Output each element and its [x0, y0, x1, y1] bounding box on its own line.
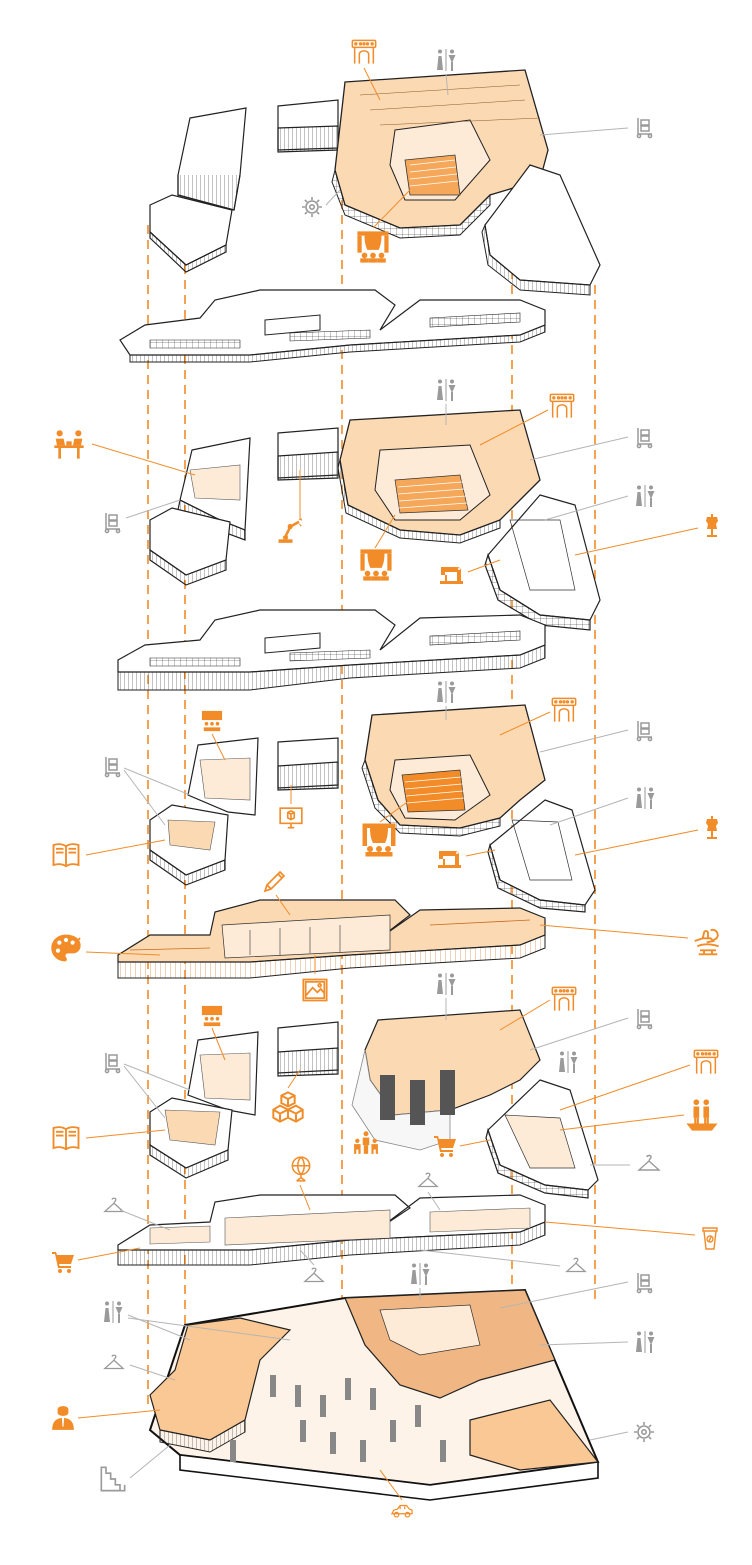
trolley-icon — [636, 720, 653, 742]
leader-lines — [85, 998, 691, 1166]
level-top-right-wing — [481, 164, 601, 296]
level-3-gallery — [51, 871, 720, 1002]
level-5 — [54, 379, 718, 631]
level-1 — [52, 1156, 718, 1283]
hanger-icon — [417, 1172, 439, 1188]
slab-a — [119, 289, 546, 363]
trolley-icon — [104, 756, 121, 778]
level-5-right-wing — [484, 494, 601, 631]
leader-lines — [77, 1184, 696, 1267]
hanger-icon — [565, 1257, 587, 1273]
book-icon — [52, 843, 80, 868]
hanger-icon — [638, 1154, 660, 1171]
ground-floor — [52, 1263, 655, 1519]
level-2-right-wing — [485, 1079, 599, 1199]
restroom-icon — [437, 973, 456, 995]
palette-icon — [51, 934, 81, 962]
level-5-hall — [337, 409, 541, 544]
restroom-icon — [437, 49, 456, 71]
theater-seats-icon — [551, 697, 577, 723]
restroom-icon — [559, 1051, 578, 1073]
trolley-icon — [636, 117, 653, 139]
mannequin-icon — [706, 514, 718, 537]
restroom-icon — [411, 1263, 430, 1285]
reception-icon — [52, 1406, 74, 1430]
gear-icon — [301, 196, 323, 218]
picture-icon — [302, 978, 328, 1002]
sewing-machine-icon — [440, 567, 463, 584]
theater-seats-icon — [351, 39, 377, 65]
trolley-icon — [636, 1272, 653, 1294]
leader-lines — [77, 1281, 629, 1501]
guide-icon — [686, 1099, 718, 1131]
car-icon — [390, 1504, 414, 1519]
computer-icon — [279, 807, 303, 829]
level-4 — [52, 681, 718, 913]
restroom-icon — [636, 1331, 655, 1353]
level-2-hall — [351, 1009, 541, 1151]
restroom-icon — [636, 787, 655, 809]
sewing-machine-icon — [438, 851, 461, 868]
presentation-icon — [201, 710, 223, 732]
level-4-hall — [361, 704, 546, 837]
theater-seats-icon — [551, 986, 577, 1012]
level-top-hall — [331, 69, 549, 239]
mannequin-icon — [706, 816, 718, 839]
trolley-icon — [636, 1008, 653, 1030]
level-5-left-block — [149, 427, 339, 586]
trolley-icon — [104, 1052, 121, 1074]
stage-icon — [357, 231, 389, 263]
trolley-icon — [104, 512, 121, 534]
restroom-icon — [437, 681, 456, 703]
cart-icon — [52, 1252, 74, 1273]
hanger-icon — [103, 1197, 125, 1213]
restroom-icon — [104, 1301, 123, 1323]
hanger-icon — [303, 1267, 325, 1283]
stage-icon — [362, 823, 396, 857]
gear-icon — [633, 1421, 655, 1443]
hanger-icon — [103, 1354, 125, 1370]
parking-pillars — [230, 1375, 446, 1462]
leader-lines — [325, 67, 629, 229]
dome-icon — [291, 1156, 311, 1182]
trolley-icon — [636, 427, 653, 449]
leader-lines — [91, 404, 699, 573]
stairs-icon — [100, 1466, 126, 1492]
coffee-icon — [702, 1227, 718, 1250]
theater-seats-icon — [549, 393, 575, 419]
presentation-icon — [201, 1005, 223, 1027]
theater-seats-icon — [693, 1049, 719, 1075]
level-2 — [52, 973, 719, 1199]
level-2-left-block — [149, 1021, 339, 1179]
robot-arm-icon — [278, 518, 302, 543]
box-icon — [272, 1091, 304, 1123]
book-icon — [52, 1126, 80, 1151]
level-top — [149, 39, 653, 296]
cart-icon — [434, 1136, 456, 1157]
stage-icon — [360, 549, 392, 581]
restroom-icon — [437, 379, 456, 401]
leader-lines — [85, 706, 699, 857]
meeting-table-icon — [54, 430, 84, 459]
sculpting-hand-icon — [693, 928, 720, 956]
restroom-icon — [636, 485, 655, 507]
level-top-left-block — [149, 99, 339, 273]
level-4-left-block — [149, 737, 339, 886]
slab-b — [117, 609, 546, 691]
leader-lines — [85, 894, 689, 974]
pencil-icon — [264, 871, 285, 892]
level-4-right-wing — [487, 799, 596, 913]
